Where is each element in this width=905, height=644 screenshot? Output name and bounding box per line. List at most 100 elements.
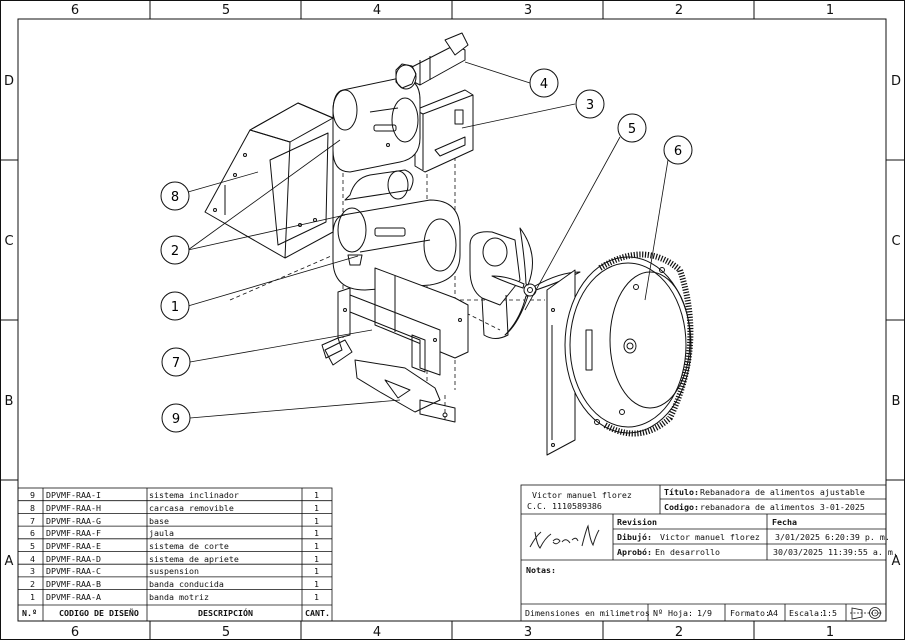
col-label-bottom: 1 [826, 625, 834, 640]
row-label-left: B [5, 394, 14, 409]
dibujo-label: Dibujó: [617, 532, 652, 542]
col-label-top: 4 [373, 3, 381, 18]
row-label-right: B [892, 394, 901, 409]
bom-row-3-desc: suspension [149, 566, 199, 576]
bom-row-3-code: DPVMF-RAA-C [46, 566, 101, 576]
bom-row-9-desc: sistema inclinador [149, 490, 239, 500]
row-label-left: A [5, 554, 14, 569]
bom-header-code: CODIGO DE DISEÑO [59, 608, 139, 618]
bom-header-desc: DESCRIPCIÓN [198, 608, 253, 618]
bom-row-7-desc: base [149, 515, 169, 526]
bom-row-8-code: DPVMF-RAA-H [46, 503, 101, 513]
balloon-9: 9 [161, 403, 191, 433]
bom-row-6-qty: 1 [314, 528, 319, 538]
bom-row-8-qty: 1 [314, 503, 319, 513]
row-label-right: A [892, 554, 901, 569]
bom-row-9-qty: 1 [314, 490, 319, 500]
balloon-2: 2 [160, 235, 190, 265]
leader-lines [187, 61, 669, 419]
scale-label: Escala: [789, 608, 824, 618]
row-label-left: C [4, 234, 13, 249]
projection-symbol-icon [850, 607, 882, 620]
part-base-frame [337, 267, 469, 376]
part-cutting-system [469, 227, 581, 339]
col-label-top: 1 [826, 3, 834, 18]
part-removable-housing [204, 102, 334, 259]
balloon-3: 3 [575, 89, 605, 119]
title-block-grid [520, 484, 887, 622]
bom-row-8-num: 8 [30, 503, 35, 513]
row-label-left: D [4, 74, 14, 89]
bom-row-4-code: DPVMF-RAA-D [46, 553, 101, 564]
bom-row-5-qty: 1 [314, 541, 319, 551]
scale-value: 1:5 [822, 608, 837, 618]
bom-row-4-num: 4 [30, 553, 35, 564]
bom-row-1-code: DPVMF-RAA-A [46, 592, 101, 602]
signature [529, 524, 600, 549]
code-label: Codigo: [664, 502, 699, 512]
row-label-right: C [891, 234, 900, 249]
part-drive-belt-motor [332, 169, 461, 291]
bom-row-1-desc: banda motriz [149, 592, 209, 602]
balloon-label: 1 [171, 300, 179, 315]
bom-row-2-qty: 1 [314, 579, 319, 589]
bom-header-num: N.º [22, 608, 37, 618]
code-value: rebanadora de alimentos 3-01-2025 [700, 502, 865, 512]
col-label-bottom: 3 [524, 625, 532, 640]
col-label-bottom: 2 [675, 625, 683, 640]
bom-row-8-desc: carcasa removible [149, 503, 234, 513]
bom-row-9-num: 9 [30, 490, 35, 500]
aprobo-label: Aprobó: [617, 547, 652, 557]
author-id: C.C. 1110589386 [527, 501, 602, 511]
title-label: Título: [664, 487, 699, 497]
bom-row-2-desc: banda conducida [149, 579, 224, 589]
bom-row-4-qty: 1 [314, 553, 319, 564]
bom-row-1-num: 1 [30, 592, 35, 602]
bom-row-5-code: DPVMF-RAA-E [46, 541, 101, 551]
bom-table-grid [17, 487, 333, 622]
bom-row-5-desc: sistema de corte [149, 541, 229, 551]
part-cage [546, 251, 694, 456]
col-label-bottom: 6 [71, 625, 79, 640]
bom-row-3-num: 3 [30, 566, 35, 576]
balloon-7: 7 [161, 347, 191, 377]
sheet-value: 1/9 [697, 608, 712, 618]
balloons: 1 2 3 4 5 6 7 8 9 [160, 68, 693, 433]
col-label-bottom: 4 [373, 625, 381, 640]
bom-row-1-qty: 1 [314, 592, 319, 602]
aprobo-date: 30/03/2025 11:39:55 a. m. [773, 547, 898, 557]
balloon-4: 4 [529, 68, 559, 98]
balloon-label: 6 [674, 144, 682, 159]
part-tilting-system [321, 337, 456, 423]
dimensions-note: Dimensiones en milimetros [525, 608, 650, 618]
bom-row-2-code: DPVMF-RAA-B [46, 579, 101, 589]
exploded-assembly [187, 32, 694, 456]
fecha-label: Fecha [772, 517, 797, 527]
sheet-label: Nº Hoja: [653, 608, 693, 618]
revision-label: Revision [617, 517, 657, 527]
col-label-top: 3 [524, 3, 532, 18]
author-name: Victor manuel florez [532, 490, 632, 500]
bom-row-6-num: 6 [30, 528, 35, 538]
bom-row-7-qty: 1 [314, 515, 319, 526]
balloon-label: 9 [172, 412, 180, 427]
bom-row-6-code: DPVMF-RAA-F [46, 528, 101, 538]
format-value: A4 [768, 608, 778, 618]
balloon-label: 3 [586, 98, 594, 113]
balloon-label: 7 [172, 356, 180, 371]
row-label-right: D [891, 74, 901, 89]
balloon-8: 8 [160, 181, 190, 211]
balloon-label: 2 [171, 244, 179, 259]
col-label-top: 5 [222, 3, 230, 18]
format-label: Formato: [730, 608, 770, 618]
title-value: Rebanadora de alimentos ajustable [700, 487, 865, 497]
bom-row-3-qty: 1 [314, 566, 319, 576]
dibujo-value: Victor manuel florez [660, 532, 760, 542]
aprobo-value: En desarrollo [655, 547, 720, 557]
balloon-label: 4 [540, 77, 548, 92]
balloon-label: 5 [628, 122, 636, 137]
part-suspension [414, 89, 474, 173]
bom-row-9-code: DPVMF-RAA-I [46, 490, 101, 500]
